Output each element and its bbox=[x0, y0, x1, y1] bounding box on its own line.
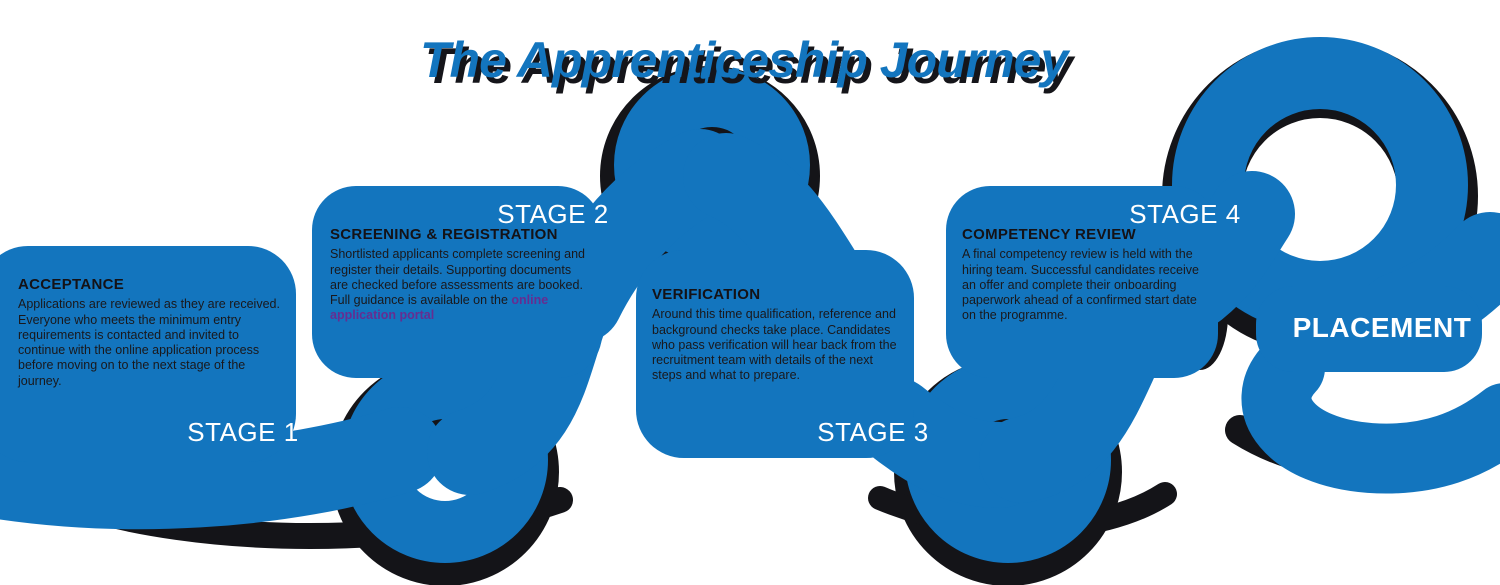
stage4-label: STAGE 4 bbox=[1129, 199, 1241, 229]
stage2-body: Shortlisted applicants complete screenin… bbox=[330, 247, 586, 323]
stage4-panel bbox=[946, 186, 1218, 378]
stage3-description: VERIFICATION Around this time qualificat… bbox=[652, 286, 900, 384]
stage1-heading: ACCEPTANCE bbox=[18, 276, 125, 293]
stage2-panel bbox=[312, 186, 602, 378]
stage2-description: SCREENING & REGISTRATION Shortlisted app… bbox=[330, 226, 586, 324]
stage1-panel bbox=[0, 246, 296, 462]
stage4-body: A final competency review is held with t… bbox=[962, 247, 1199, 323]
stage1-label: STAGE 1 bbox=[187, 417, 299, 447]
stage4-description: COMPETENCY REVIEW A final competency rev… bbox=[962, 226, 1210, 324]
stage3-label: STAGE 3 bbox=[817, 417, 929, 447]
stage1-body: Applications are reviewed as they are re… bbox=[18, 297, 280, 388]
stage2-heading: SCREENING & REGISTRATION bbox=[330, 226, 558, 243]
diagram-title: The Apprenticeship Journey bbox=[420, 32, 1068, 88]
placement-label: PLACEMENT bbox=[1292, 312, 1472, 343]
stage1-description: ACCEPTANCE Applications are reviewed as … bbox=[18, 276, 280, 389]
stage3-heading: VERIFICATION bbox=[652, 286, 761, 303]
ribbon-tail-segment bbox=[1241, 333, 1500, 494]
stage2-portal-link[interactable]: online application portal bbox=[330, 293, 549, 323]
stage3-body: Around this time qualification, referenc… bbox=[652, 307, 897, 383]
stage2-body-text: Shortlisted applicants complete screenin… bbox=[330, 247, 586, 308]
stage-panels bbox=[0, 186, 1482, 462]
ribbon-segment-1 bbox=[0, 407, 443, 530]
stage4-heading: COMPETENCY REVIEW bbox=[962, 226, 1137, 243]
stage3-panel bbox=[636, 250, 914, 458]
placement-panel bbox=[1256, 286, 1482, 372]
stage2-label: STAGE 2 bbox=[497, 199, 609, 229]
